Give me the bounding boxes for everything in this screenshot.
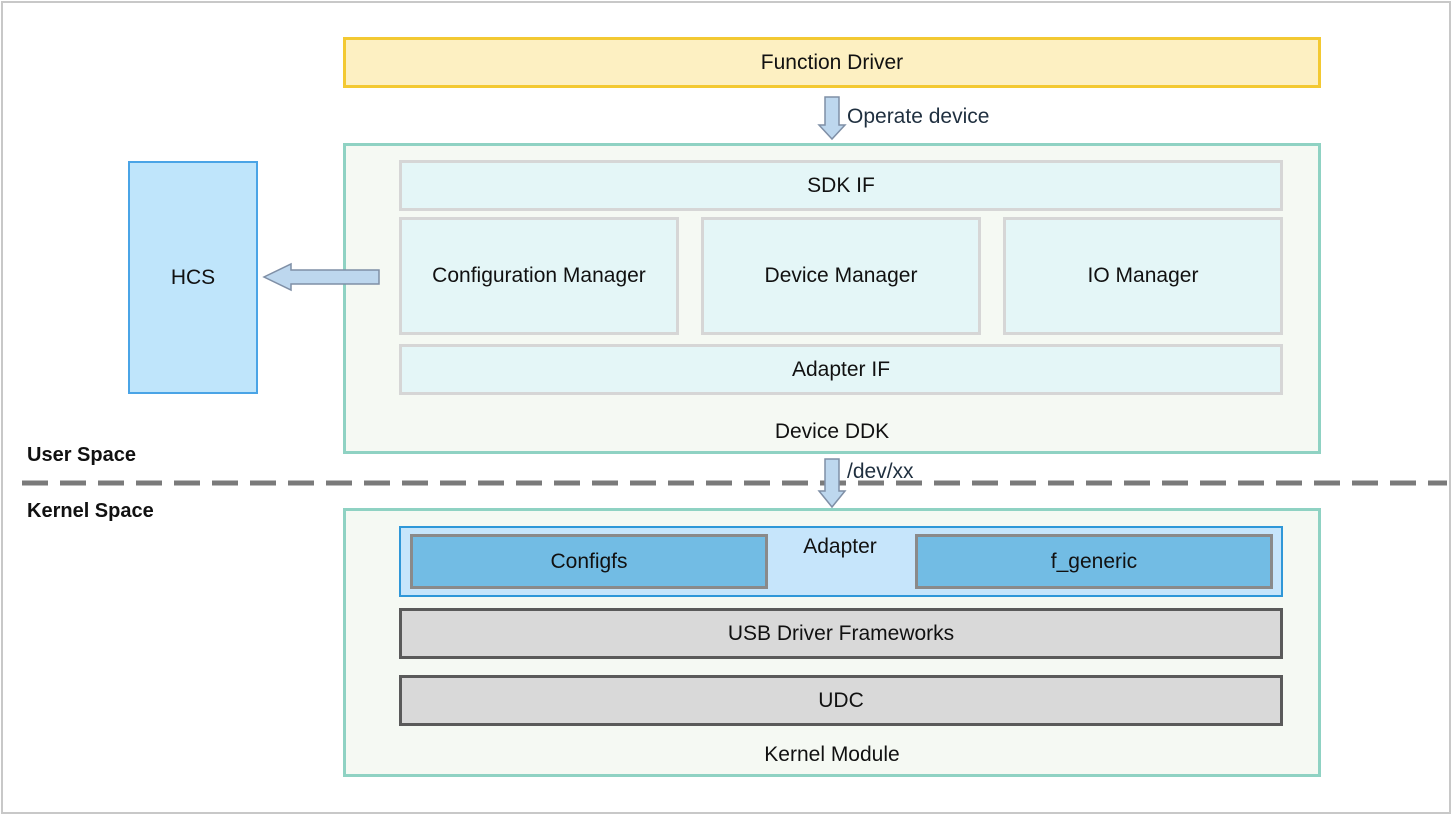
hcs-arrow <box>262 262 380 292</box>
function-driver-box: Function Driver <box>343 37 1321 88</box>
user-space-label: User Space <box>27 444 136 466</box>
usb-driver-frameworks-box: USB Driver Frameworks <box>399 608 1283 659</box>
adapter-if-box: Adapter IF <box>399 344 1283 395</box>
adapter-label: Adapter <box>803 535 877 558</box>
dev-path-label: /dev/xx <box>847 460 914 483</box>
operate-device-label: Operate device <box>847 105 990 128</box>
sdk-if-box: SDK IF <box>399 160 1283 211</box>
operate-device-arrow <box>817 96 847 141</box>
configuration-manager-box: Configuration Manager <box>399 217 679 335</box>
device-manager-box: Device Manager <box>701 217 981 335</box>
device-ddk-label: Device DDK <box>774 420 890 443</box>
configfs-box: Configfs <box>410 534 768 589</box>
kernel-module-label: Kernel Module <box>764 743 900 766</box>
dev-path-arrow <box>817 458 847 509</box>
kernel-space-label: Kernel Space <box>27 500 154 522</box>
udc-box: UDC <box>399 675 1283 726</box>
space-divider-line <box>22 480 1447 486</box>
io-manager-box: IO Manager <box>1003 217 1283 335</box>
hcs-box: HCS <box>128 161 258 394</box>
f-generic-box: f_generic <box>915 534 1273 589</box>
